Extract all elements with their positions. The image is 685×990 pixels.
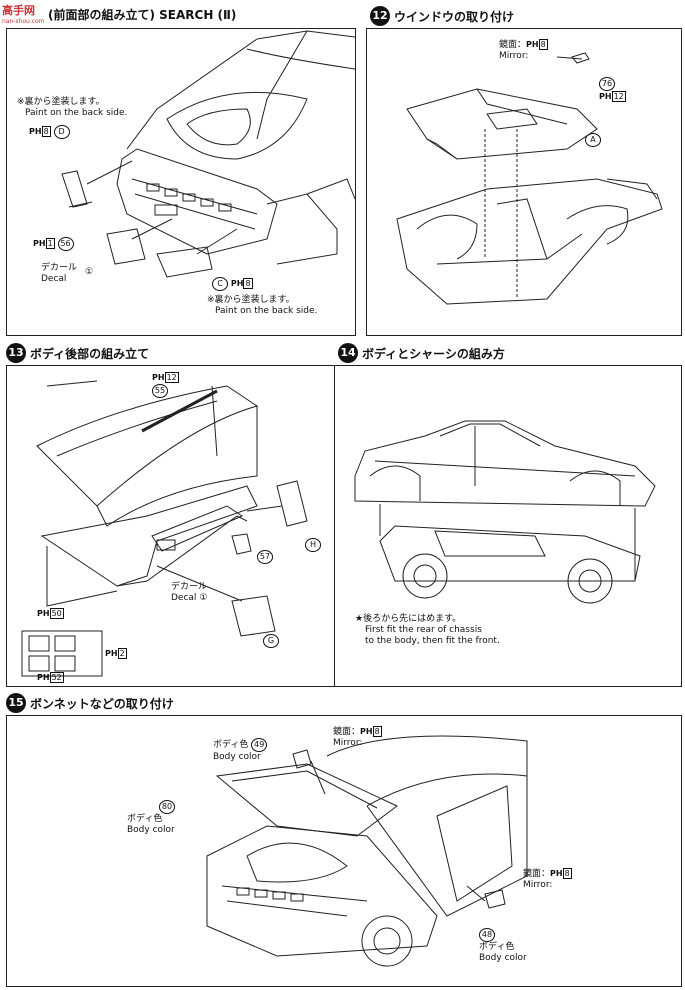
step14-note-en1: First fit the rear of chassis (365, 625, 482, 635)
step15-number: 15 (6, 693, 26, 713)
step12-title: 12 ウインドウの取り付け (370, 6, 514, 26)
step12-illustration (396, 52, 663, 305)
step11-illustration (61, 30, 355, 278)
watermark-name: 高手网 (2, 4, 35, 17)
step15-part-80-label: 80 ボディ色 Body color (127, 800, 175, 835)
step14-note: ★後ろから先にはめます。 First fit the rear of chass… (355, 614, 500, 647)
step15-title: 15 ボンネットなどの取り付け (6, 693, 174, 713)
step13-decal-label: デカール Decal ① (171, 582, 208, 603)
watermark-url: nan-shou.com (2, 18, 45, 25)
step11-title: (前面部の組み立て) SEARCH (Ⅱ) (48, 8, 237, 22)
step11-note2: ※裏から塗装します。 Paint on the back side. (207, 295, 318, 316)
step14-illustration (354, 420, 656, 604)
step11-decal-label: デカール Decal ① (41, 263, 94, 284)
step14-panel: ★後ろから先にはめます。 First fit the rear of chass… (334, 365, 682, 687)
step12-number: 12 (370, 6, 390, 26)
step13-part-g-label: G (263, 634, 279, 648)
step14-note-jp: ★後ろから先にはめます。 (355, 614, 462, 624)
step13-number: 13 (6, 343, 26, 363)
step15-part-49-label: ボディ色 49 Body color (213, 738, 268, 763)
step12-part-a-label: A (585, 133, 601, 147)
step14-title: 14 ボディとシャーシの組み方 (338, 343, 505, 363)
step13-part-57-label: 57 (257, 550, 273, 564)
step11-note1: ※裏から塗装します。 Paint on the back side. (17, 97, 127, 119)
step15-illustration (206, 735, 528, 967)
step13-illustration (21, 380, 308, 677)
step15-part-48-label: 48 ボディ色 Body color (479, 928, 527, 963)
step14-number: 14 (338, 343, 358, 363)
step14-note-en2: to the body, then fit the front. (365, 636, 500, 646)
step13-title: 13 ボディ後部の組み立て (6, 343, 149, 363)
step11-note1-jp: ※裏から塗装します。 (17, 97, 105, 107)
watermark-logo: 高手网 nan-shou.com (2, 2, 45, 25)
step13-part-h-label: H (305, 538, 321, 552)
step11-note1-en: Paint on the back side. (25, 108, 128, 118)
